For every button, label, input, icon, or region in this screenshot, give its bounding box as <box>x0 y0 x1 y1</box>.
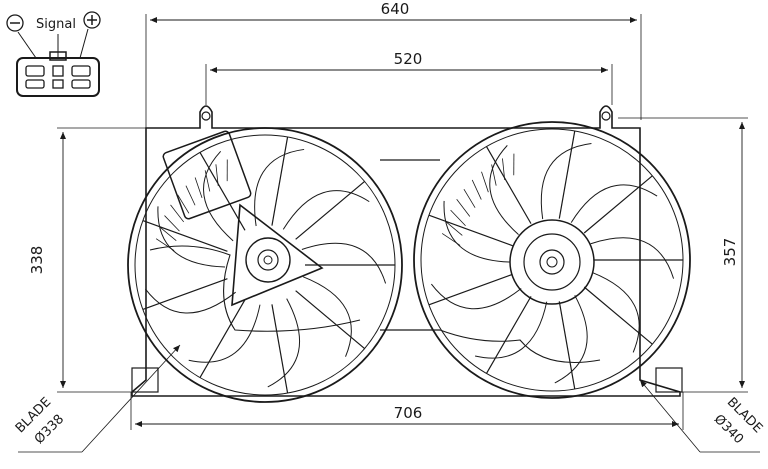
left-blade <box>158 206 225 267</box>
dimension-bottom-width: 706 <box>131 392 683 430</box>
left-blade <box>302 243 386 283</box>
right-blade <box>475 302 547 358</box>
left-spoke <box>143 279 228 310</box>
left-motor-hub <box>246 238 290 282</box>
blade-callout-left: BLADE Ø338 <box>13 345 180 452</box>
mount-hole-left <box>202 112 210 120</box>
dimension-left-height: 338 <box>28 128 200 392</box>
right-spoke <box>429 274 513 304</box>
right-blade <box>591 238 674 279</box>
right-blade <box>571 185 657 223</box>
right-motor-housing <box>510 220 594 304</box>
signal-label: Signal <box>36 17 76 32</box>
left-grille-line <box>186 186 195 206</box>
right-spoke <box>584 176 652 233</box>
left-height-value: 338 <box>28 246 46 275</box>
right-spoke <box>429 215 513 245</box>
right-grille-line <box>457 199 470 216</box>
left-blade <box>189 305 260 363</box>
right-fan-blades <box>431 143 673 382</box>
left-spoke <box>296 181 365 239</box>
dimension-mount-spacing: 520 <box>206 50 612 105</box>
left-grille-line <box>195 177 202 197</box>
right-spoke <box>487 296 532 373</box>
left-spoke <box>143 221 228 252</box>
right-motor-hub <box>540 250 564 274</box>
blade-callout-right: BLADE Ø340 <box>640 380 765 452</box>
right-grille-line <box>472 180 481 200</box>
overall-width-value: 640 <box>381 0 410 18</box>
right-spoke <box>584 287 652 344</box>
left-spoke <box>272 137 288 226</box>
right-fan-spokes <box>429 131 683 389</box>
right-grille-line <box>492 164 497 185</box>
connector-diagram: Signal <box>7 12 100 96</box>
mount-spacing-value: 520 <box>394 50 423 68</box>
right-grille-line <box>464 189 475 208</box>
mount-hole-right <box>602 112 610 120</box>
left-blade <box>283 191 369 230</box>
right-grille-line <box>481 172 488 192</box>
left-spoke <box>200 300 245 378</box>
left-blade <box>255 149 304 226</box>
right-height-value: 357 <box>721 238 739 267</box>
left-fan-blades <box>145 149 385 387</box>
left-grille-line <box>205 170 210 191</box>
right-spoke <box>487 147 532 224</box>
bottom-width-value: 706 <box>394 404 423 422</box>
right-fan <box>414 122 690 398</box>
right-blade <box>592 272 639 352</box>
left-blade <box>204 151 234 240</box>
right-spoke <box>559 131 574 219</box>
left-fan-spokes <box>143 137 395 393</box>
connector-housing <box>17 58 99 96</box>
left-spoke <box>296 291 365 349</box>
right-blade <box>444 201 510 262</box>
left-fan <box>128 128 402 402</box>
